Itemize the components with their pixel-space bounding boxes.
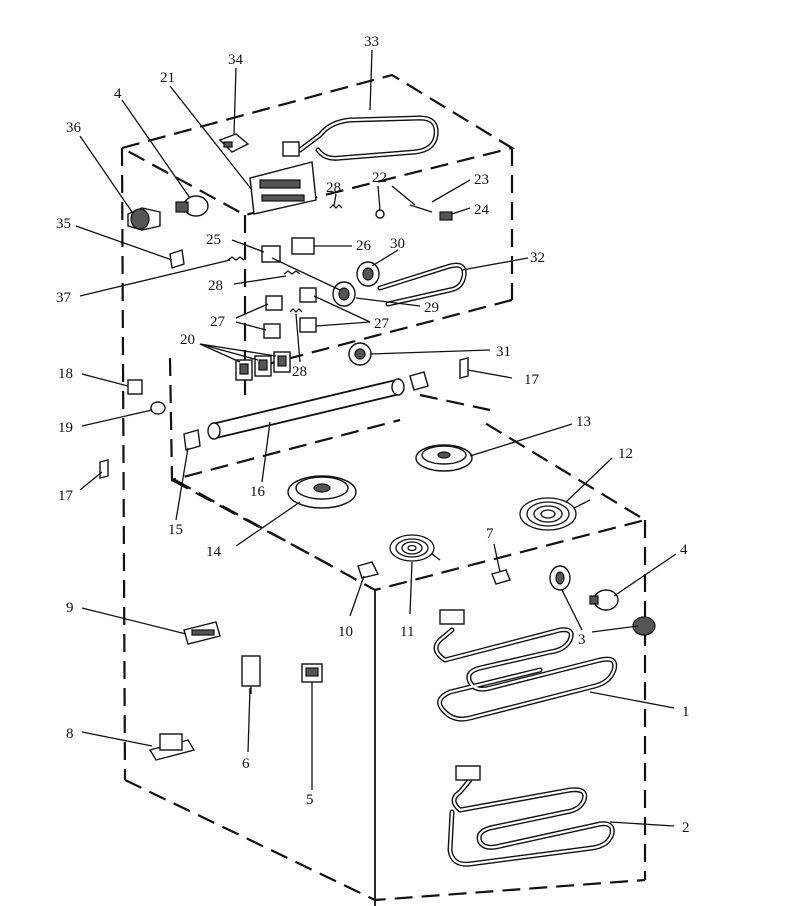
part-socket-right [409,371,429,391]
part-bracket-17-right [459,357,469,379]
label-30: 30 [390,236,405,252]
leader-lines [75,49,677,827]
label-17-left: 17 [58,488,74,504]
label-35: 35 [56,216,71,232]
part-rod-23 [409,204,433,213]
label-10: 10 [338,624,353,640]
part-knob-31 [348,342,372,366]
label-5: 5 [306,792,314,808]
part-spring-28-c [289,308,303,313]
part-bracket-17-left [99,459,109,479]
label-28-mid: 28 [208,278,223,294]
part-capacitor-6 [241,655,261,694]
label-32: 32 [530,250,545,266]
label-33: 33 [364,34,379,50]
part-tube-element-16 [207,378,405,440]
part-switch-35 [169,249,185,269]
part-burner-13 [415,444,473,472]
part-switch-10 [357,561,380,579]
part-switch-18 [127,379,143,395]
part-spring-28-b [329,204,343,209]
label-6: 6 [242,756,250,772]
part-switch-27-c [299,287,317,303]
part-burner-14 [287,475,357,509]
label-18: 18 [58,366,73,382]
part-terminal-block-9 [183,621,221,645]
part-knob-30 [356,261,380,287]
label-21: 21 [160,70,175,86]
label-31: 31 [496,344,511,360]
label-22: 22 [372,170,387,186]
label-7: 7 [486,526,494,542]
part-top-element-33 [282,115,439,161]
label-15: 15 [168,522,183,538]
label-4-upper: 4 [114,86,122,102]
part-switch-27-d [299,317,317,333]
label-28-low: 28 [292,364,307,380]
label-37: 37 [56,290,72,306]
label-29: 29 [424,300,439,316]
label-2: 2 [682,820,690,836]
part-relay-25 [261,245,281,263]
part-switch-27-a [265,295,283,311]
label-23: 23 [474,172,489,188]
label-3: 3 [578,632,586,648]
label-19: 19 [58,420,73,436]
label-14: 14 [206,544,222,560]
part-spring-28-a [283,270,301,275]
label-27-right: 27 [374,316,390,332]
part-switch-bank-20 [235,351,291,381]
label-4-lower: 4 [680,542,688,558]
label-12: 12 [618,446,633,462]
label-28-top: 28 [326,180,341,196]
part-broil-element-2 [447,765,615,867]
part-switch-27-b [263,323,281,339]
part-switch-7 [491,569,511,585]
part-labels: 33 34 21 4 36 28 22 23 24 35 25 26 30 32… [56,34,690,836]
label-9: 9 [66,600,74,616]
part-bulb-4-lower [589,589,619,611]
part-lamp-socket-36 [127,207,161,231]
label-16: 16 [250,484,266,500]
part-relay-26 [291,237,315,255]
part-coil-burner-12 [519,497,591,531]
part-bake-element-1 [433,609,618,722]
part-transformer-8 [148,733,196,761]
part-grommet-19 [150,401,166,415]
part-pin-22 [375,209,385,219]
part-element-32 [377,262,467,307]
part-cap-24 [439,211,453,221]
label-11: 11 [400,624,414,640]
label-34: 34 [228,52,244,68]
part-terminal-block-34 [218,133,250,153]
label-13: 13 [576,414,591,430]
part-knob-29 [332,281,356,307]
label-20: 20 [180,332,195,348]
part-spring-37 [227,256,245,261]
part-thermostat-5 [301,663,323,683]
part-coil-burner-11 [389,534,441,562]
label-25: 25 [206,232,221,248]
label-36: 36 [66,120,82,136]
label-17-right: 17 [524,372,540,388]
label-26: 26 [356,238,372,254]
label-27-left: 27 [210,314,226,330]
label-24: 24 [474,202,490,218]
part-control-board-21 [249,161,317,215]
label-8: 8 [66,726,74,742]
part-lamp-socket-lower [549,565,571,591]
label-1: 1 [682,704,690,720]
part-socket-15 [183,429,201,451]
part-bulb-4-upper [175,195,209,217]
